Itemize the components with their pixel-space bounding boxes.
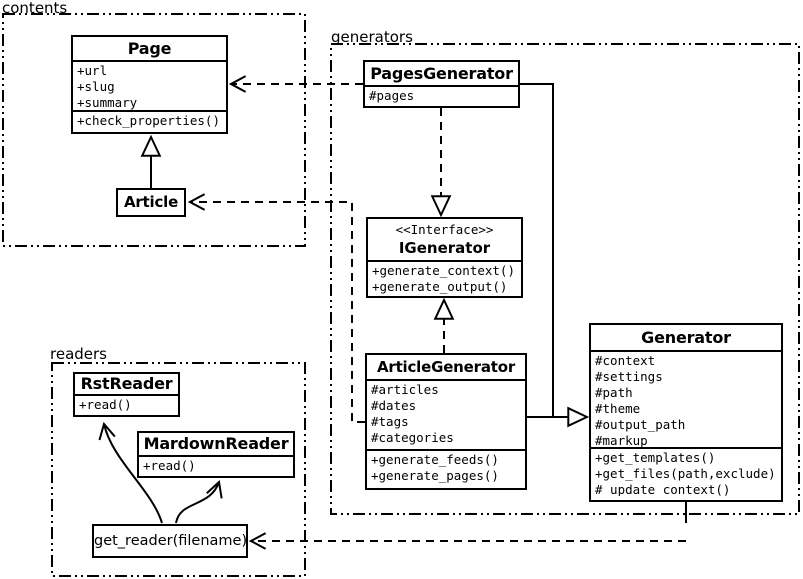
class-rstreader-title: RstReader (80, 374, 173, 393)
class-page-methods: +check_properties() (73, 110, 226, 130)
dependency-articlegenerator-article (187, 193, 365, 423)
method: #_update_context() (595, 482, 731, 496)
class-igenerator-stereotype: <<Interface>> (395, 222, 494, 237)
class-mardownreader-title: MardownReader (143, 434, 289, 453)
attribute: #context (595, 353, 656, 368)
attribute: +url (77, 63, 108, 78)
class-generator: Generator #context #settings #path #them… (589, 323, 783, 502)
attribute: #articles (371, 382, 439, 397)
attribute: #tags (371, 414, 409, 429)
attribute: #markup (595, 433, 648, 447)
method: +generate_pages() (371, 468, 499, 483)
box-get-reader: get_reader(filename) (92, 524, 248, 558)
attribute: #dates (371, 398, 417, 413)
arrow-getreader-mardownreader (175, 479, 223, 524)
package-label-readers: readers (50, 345, 107, 363)
method: +generate_output() (372, 279, 508, 294)
method: +get_templates() (595, 450, 716, 465)
attribute: #path (595, 385, 633, 400)
class-articlegenerator: ArticleGenerator #articles #dates #tags … (365, 353, 527, 490)
class-igenerator: <<Interface>> IGenerator +generate_conte… (366, 217, 523, 298)
method: +read() (143, 458, 196, 473)
class-pagesgenerator-title: PagesGenerator (370, 64, 513, 83)
package-contents-border (2, 13, 306, 247)
class-articlegenerator-attributes: #articles #dates #tags #categories (367, 379, 525, 449)
class-mardownreader: MardownReader +read() (137, 431, 295, 478)
attribute: #settings (595, 369, 663, 384)
method: +check_properties() (77, 113, 220, 128)
package-label-generators: generators (331, 28, 413, 46)
method: +generate_context() (372, 263, 515, 278)
class-igenerator-methods: +generate_context() +generate_output() (368, 260, 521, 294)
class-page: Page +url +slug +summary +check_properti… (71, 35, 228, 134)
arrow-getreader-rstreader (98, 421, 163, 524)
class-article-title: Article (123, 193, 179, 211)
attribute: +summary (77, 95, 138, 110)
class-articlegenerator-methods: +generate_feeds() +generate_pages() (367, 449, 525, 484)
attribute: #pages (369, 88, 415, 103)
class-article: Article (116, 188, 186, 217)
class-generator-title: Generator (641, 328, 731, 347)
class-igenerator-title: IGenerator (398, 239, 491, 257)
attribute: #output_path (595, 417, 686, 432)
package-readers-border (51, 362, 306, 577)
generalization-pagesgenerator-generator (520, 83, 554, 417)
class-pagesgenerator-attributes: #pages (365, 85, 518, 104)
method: +get_files(path,exclude) (595, 466, 776, 481)
class-rstreader-methods: +read() (75, 394, 178, 413)
attribute: #categories (371, 430, 454, 445)
class-mardownreader-methods: +read() (139, 455, 293, 474)
class-rstreader: RstReader +read() (73, 372, 180, 417)
package-generators-border (330, 43, 800, 515)
class-page-title: Page (127, 39, 172, 58)
class-igenerator-header: <<Interface>> IGenerator (368, 219, 521, 260)
class-pagesgenerator: PagesGenerator #pages (363, 60, 520, 108)
class-articlegenerator-title: ArticleGenerator (376, 358, 516, 376)
class-generator-attributes: #context #settings #path #theme #output_… (591, 350, 781, 447)
get-reader-label: get_reader(filename) (94, 533, 246, 549)
method: +generate_feeds() (371, 452, 499, 467)
method: +read() (79, 397, 132, 412)
class-generator-methods: +get_templates() +get_files(path,exclude… (591, 447, 781, 496)
class-page-attributes: +url +slug +summary (73, 60, 226, 110)
package-label-contents: contents (2, 0, 68, 17)
attribute: #theme (595, 401, 641, 416)
attribute: +slug (77, 79, 115, 94)
